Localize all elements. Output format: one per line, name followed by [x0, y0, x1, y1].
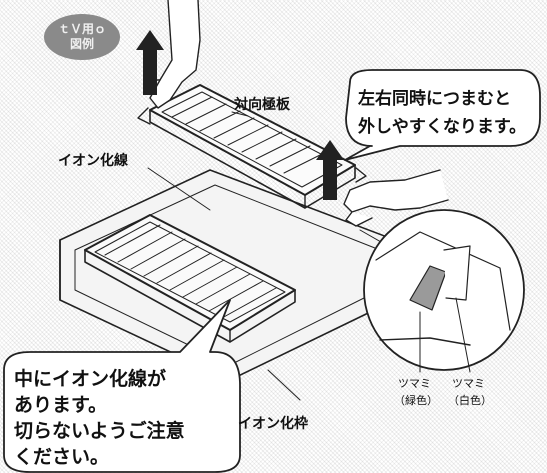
label-knob-green: ツマミ	[398, 377, 431, 390]
label-ion-wire: イオン化線	[58, 153, 128, 169]
badge-line1: ｔＶ用ｏ	[57, 22, 106, 36]
bubble-top-line1: 左右同時につまむと	[358, 89, 511, 109]
ion-frame	[84, 214, 296, 343]
bubble-top-line2: 外しやすくなります。	[358, 117, 527, 137]
knob-detail-magnifier	[363, 209, 525, 373]
label-knob-green-color: （緑色）	[394, 394, 438, 407]
model-badge: ｔＶ用ｏ 図例	[44, 14, 120, 60]
hand-right	[343, 169, 449, 227]
bubble-top-shape	[344, 69, 541, 161]
lift-arrow-left	[136, 30, 164, 95]
counter-electrode-plate	[137, 84, 367, 209]
label-counter-plate: 対向極板	[234, 97, 290, 113]
bubble-bottom-line3: 切らないようご注意	[14, 420, 185, 442]
label-knob-white: ツマミ	[452, 377, 485, 390]
lift-arrow-right	[316, 140, 344, 200]
bubble-bottom-line1: 中にイオン化線が	[14, 368, 167, 390]
badge-line2: 図例	[69, 37, 94, 51]
leader-lines	[147, 111, 396, 401]
label-knob-white-color: （白色）	[448, 394, 492, 407]
bubble-bottom-shape	[3, 299, 241, 473]
bubble-bottom-line2: あります。	[14, 394, 108, 416]
bubble-bottom-line4: ください。	[14, 446, 110, 468]
label-ion-frame: イオン化枠	[238, 416, 308, 432]
